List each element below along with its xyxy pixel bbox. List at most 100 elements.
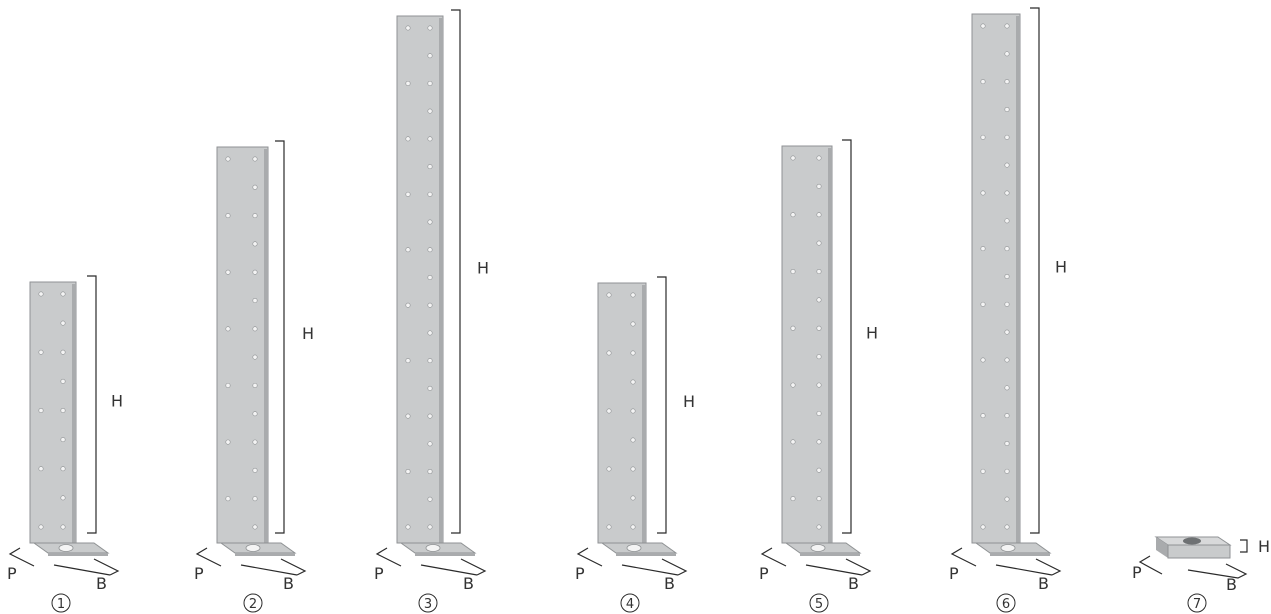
screw-hole <box>1004 413 1010 419</box>
screw-hole <box>816 439 822 445</box>
screw-hole <box>252 354 258 360</box>
screw-hole <box>980 524 986 530</box>
screw-hole <box>816 524 822 530</box>
screw-hole <box>1004 357 1010 363</box>
screw-hole <box>252 411 258 417</box>
anchor-hole <box>810 544 826 552</box>
screw-hole <box>790 212 796 218</box>
height-dimension-line <box>1240 539 1248 553</box>
screw-hole <box>606 292 612 298</box>
screw-hole <box>427 330 433 336</box>
screw-hole <box>790 439 796 445</box>
plate-edge-shade <box>828 148 832 543</box>
screw-hole <box>60 524 66 530</box>
item-number: 4 <box>626 597 634 612</box>
item-number: 2 <box>249 597 257 612</box>
screw-hole <box>1004 440 1010 446</box>
item-number-circle <box>809 593 829 613</box>
screw-hole <box>790 382 796 388</box>
height-dimension-line <box>451 9 461 534</box>
height-dimension-line <box>842 139 852 534</box>
screw-hole <box>427 80 433 86</box>
screw-hole <box>405 191 411 197</box>
screw-hole <box>980 134 986 140</box>
anchor-hole <box>58 544 74 552</box>
depth-dimension-line <box>8 547 35 567</box>
plate-edge-shade <box>439 18 443 543</box>
screw-hole <box>816 496 822 502</box>
screw-hole <box>427 441 433 447</box>
depth-label: P <box>949 564 959 583</box>
width-label: B <box>848 574 859 593</box>
screw-hole <box>405 25 411 31</box>
width-dimension-line <box>621 564 679 576</box>
base-plate-edge <box>235 553 295 556</box>
screw-hole <box>427 25 433 31</box>
screw-hole <box>630 321 636 327</box>
screw-hole <box>980 301 986 307</box>
screw-hole <box>225 496 231 502</box>
screw-hole <box>60 495 66 501</box>
screw-hole <box>790 269 796 275</box>
width-label: B <box>283 574 294 593</box>
screw-hole <box>816 382 822 388</box>
vertical-plate <box>29 281 77 544</box>
item-number: 6 <box>1002 597 1010 612</box>
width-label: B <box>463 574 474 593</box>
plate-edge-shade <box>264 149 268 543</box>
height-label: H <box>477 259 489 278</box>
screw-hole <box>1004 218 1010 224</box>
screw-hole <box>980 357 986 363</box>
screw-hole <box>816 410 822 416</box>
screw-hole <box>980 23 986 29</box>
screw-hole <box>252 382 258 388</box>
screw-hole <box>38 349 44 355</box>
screw-hole <box>60 407 66 413</box>
item-number-circle <box>1187 593 1207 613</box>
height-label: H <box>866 324 878 343</box>
screw-hole <box>606 524 612 530</box>
screw-hole <box>1004 246 1010 252</box>
screw-hole <box>980 468 986 474</box>
screw-hole <box>252 184 258 190</box>
screw-hole <box>630 292 636 298</box>
screw-hole <box>816 354 822 360</box>
vertical-plate <box>396 15 444 544</box>
screw-hole <box>1004 385 1010 391</box>
screw-hole <box>980 79 986 85</box>
item-number-circle <box>620 593 640 613</box>
vertical-plate <box>216 146 269 544</box>
depth-dimension-line <box>576 547 603 567</box>
screw-hole <box>225 439 231 445</box>
plate-edge-shade <box>72 284 76 543</box>
screw-hole <box>1004 524 1010 530</box>
screw-hole <box>60 378 66 384</box>
width-dimension-line <box>460 558 487 576</box>
item-number: 1 <box>57 597 65 612</box>
screw-hole <box>427 219 433 225</box>
screw-hole <box>1004 51 1010 57</box>
screw-hole <box>405 358 411 364</box>
screw-hole <box>816 269 822 275</box>
screw-hole <box>630 466 636 472</box>
screw-hole <box>427 108 433 114</box>
screw-hole <box>60 466 66 472</box>
height-dimension-line <box>87 275 97 534</box>
depth-label: P <box>1132 563 1142 582</box>
screw-hole <box>1004 496 1010 502</box>
base-plate-edge <box>616 553 676 556</box>
depth-label: P <box>374 564 384 583</box>
screw-hole <box>427 358 433 364</box>
plate-edge-shade <box>642 285 646 543</box>
width-label: B <box>664 574 675 593</box>
screw-hole <box>405 80 411 86</box>
screw-hole <box>790 155 796 161</box>
screw-hole <box>225 382 231 388</box>
screw-hole <box>427 413 433 419</box>
screw-hole <box>60 320 66 326</box>
depth-dimension-line <box>950 547 977 567</box>
screw-hole <box>790 496 796 502</box>
